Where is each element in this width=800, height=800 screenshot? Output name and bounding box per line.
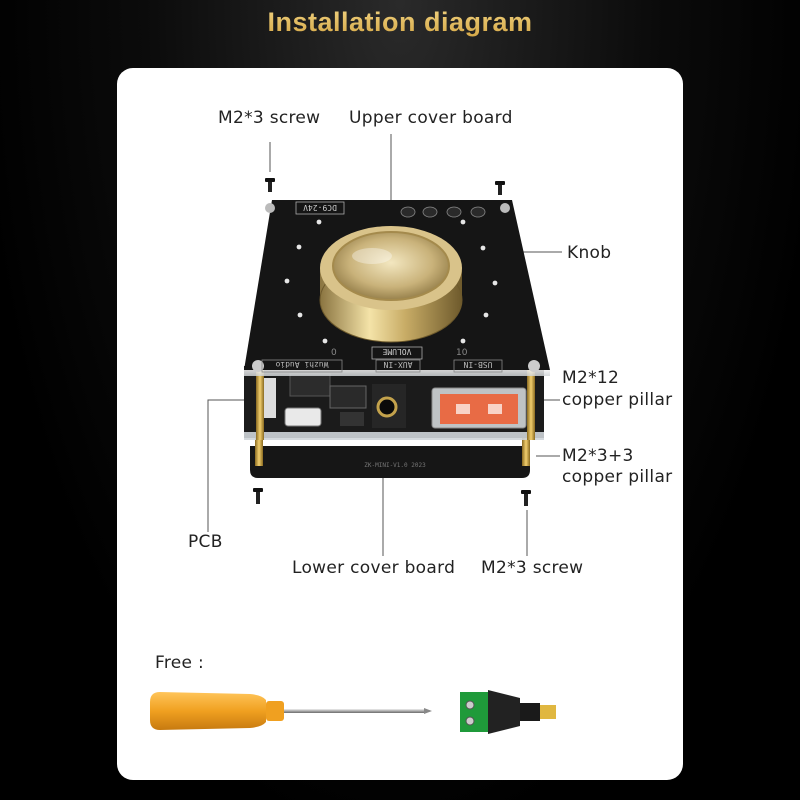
screw-bottom-label: M2*3 screw bbox=[481, 558, 584, 578]
free-items-label: Free : bbox=[155, 653, 205, 673]
usb-label: USB-IN bbox=[463, 360, 492, 369]
svg-text:ZK-MINI-V1.0 2023: ZK-MINI-V1.0 2023 bbox=[364, 462, 426, 469]
voltage-label: DC9-24V bbox=[303, 203, 337, 212]
volume-min-label: 0 bbox=[331, 348, 337, 358]
lower-cover-board: ZK-MINI-V1.0 2023 bbox=[250, 446, 530, 478]
lower-cover-label: Lower cover board bbox=[292, 558, 456, 578]
knob-label: Knob bbox=[567, 243, 612, 263]
screw-top-label: M2*3 screw bbox=[218, 108, 321, 128]
volume-label: VOLUME bbox=[382, 347, 411, 356]
screw-bottom-left bbox=[253, 488, 263, 504]
screw-top-left bbox=[265, 178, 275, 192]
volume-knob bbox=[319, 226, 463, 343]
long-pillar-label-line2: copper pillar bbox=[562, 390, 673, 410]
short-copper-pillars bbox=[255, 436, 530, 466]
screw-top-right bbox=[495, 181, 505, 195]
aux-label: AUX-IN bbox=[383, 360, 412, 369]
long-copper-pillars bbox=[256, 360, 535, 440]
screw-bottom-right bbox=[521, 490, 531, 506]
screws bbox=[253, 178, 531, 556]
short-pillar-label-line1: M2*3+3 bbox=[562, 446, 634, 466]
pcb-board bbox=[244, 366, 544, 440]
brand-label: Wuzhi Audio bbox=[275, 360, 328, 369]
upper-cover-label: Upper cover board bbox=[349, 108, 513, 128]
pcb-label: PCB bbox=[188, 532, 223, 552]
screwdriver-icon bbox=[150, 692, 432, 730]
page-title: Installation diagram bbox=[0, 0, 800, 50]
short-pillar-label-line2: copper pillar bbox=[562, 467, 673, 487]
dc-connector-icon bbox=[460, 690, 556, 734]
volume-max-label: 10 bbox=[456, 348, 468, 358]
long-pillar-label-line1: M2*12 bbox=[562, 368, 620, 388]
